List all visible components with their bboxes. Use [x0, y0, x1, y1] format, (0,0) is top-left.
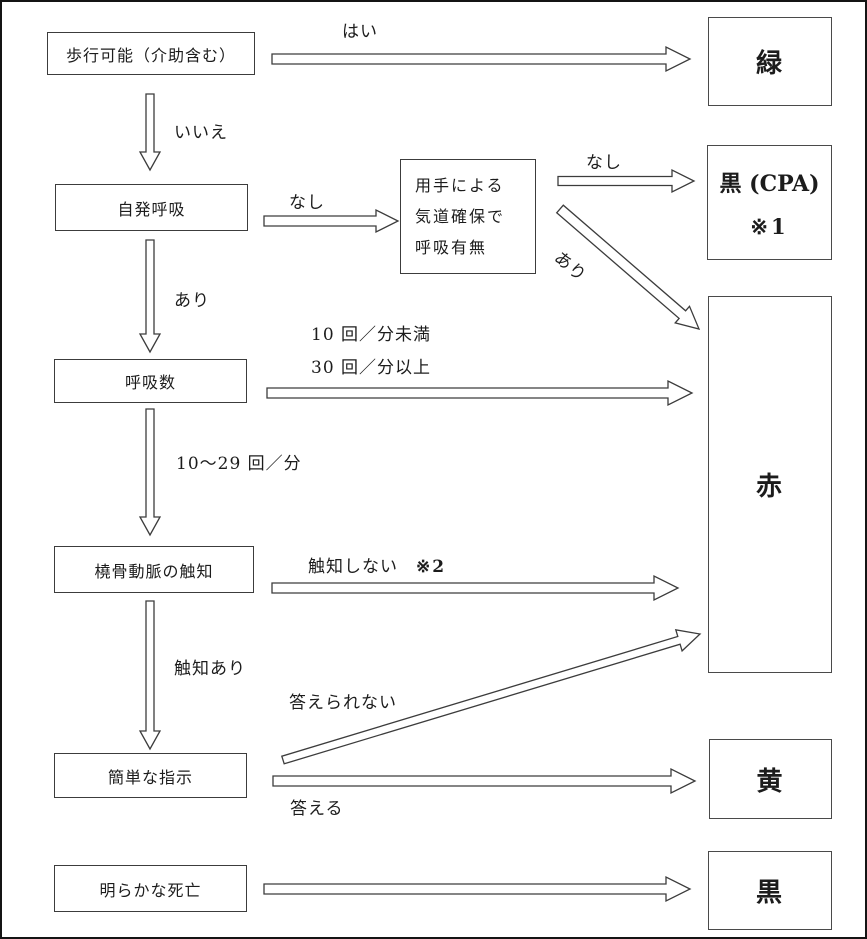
edge-label-present-breath: あり [174, 291, 210, 311]
edge-label-none-airway: なし [586, 153, 622, 173]
edge-label-cannot-answer: 答えられない [289, 693, 397, 713]
node-simple-commands: 簡単な指示 [54, 753, 247, 798]
outcome-yellow: 黄 [709, 739, 832, 819]
outcome-black-cpa-label: 黒 (CPA) [719, 171, 820, 197]
node-respiratory-rate: 呼吸数 [54, 359, 247, 403]
node-walkable: 歩行可能（介助含む） [47, 32, 255, 75]
arrow-command-to-red [280, 628, 702, 765]
arrow-airway-to-red [555, 204, 701, 330]
edge-label-no-pulse-text: 触知しない [308, 557, 398, 577]
arrow-pulse-to-command [138, 600, 162, 751]
arrow-breath-to-rate [138, 239, 162, 354]
airway-line-3: 呼吸有無 [415, 238, 488, 257]
airway-line-1: 用手による [415, 176, 505, 195]
arrow-walk-to-breath [138, 93, 162, 172]
arrow-death-to-black [263, 875, 692, 903]
arrow-walk-to-green [271, 45, 692, 73]
node-spontaneous-breathing: 自発呼吸 [55, 184, 248, 231]
outcome-red-label: 赤 [755, 472, 784, 502]
edge-label-no: いいえ [174, 123, 228, 143]
edge-label-pulse-present: 触知あり [174, 659, 246, 679]
outcome-red: 赤 [708, 296, 832, 673]
edge-label-rate-high: 30 回／分以上 [311, 358, 432, 378]
outcome-green-label: 緑 [755, 49, 784, 79]
edge-label-rate-normal: 10〜29 回／分 [176, 454, 302, 474]
node-radial-pulse: 橈骨動脈の触知 [54, 546, 254, 593]
arrow-rate-to-pulse [138, 408, 162, 537]
edge-label-yes: はい [342, 22, 378, 42]
arrow-breath-to-airway [263, 208, 400, 234]
edge-label-rate-low: 10 回／分未満 [311, 325, 432, 345]
outcome-yellow-label: 黄 [756, 766, 785, 797]
outcome-green: 緑 [708, 17, 832, 106]
node-airway-check: 用手による 気道確保で 呼吸有無 [400, 159, 536, 274]
airway-line-2: 気道確保で [415, 207, 506, 226]
node-obvious-death: 明らかな死亡 [54, 865, 247, 912]
outcome-black: 黒 [708, 851, 832, 930]
outcome-black-cpa: 黒 (CPA) ※1 [707, 145, 832, 260]
arrow-rate-to-red [266, 379, 694, 407]
edge-label-no-pulse-note: ※2 [416, 557, 447, 577]
edge-label-no-pulse: 触知しない ※2 [308, 552, 446, 577]
arrow-command-to-yellow [272, 767, 697, 795]
outcome-black-cpa-note: ※1 [750, 214, 789, 239]
outcome-black-label: 黒 [755, 878, 784, 908]
edge-label-none-breath: なし [289, 193, 325, 213]
arrow-airway-to-black-cpa [557, 168, 696, 194]
arrow-pulse-to-red [271, 574, 680, 602]
edge-label-can-answer: 答える [290, 799, 344, 819]
